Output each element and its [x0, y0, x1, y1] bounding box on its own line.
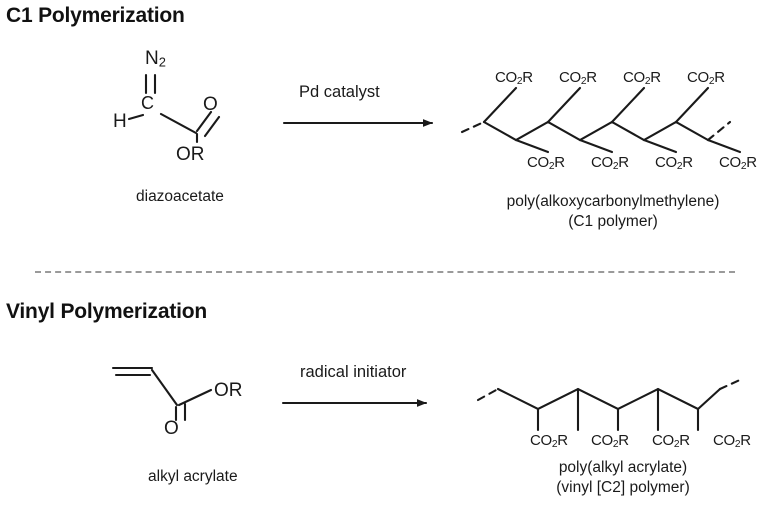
co2r-subscript: 2: [676, 161, 683, 173]
substituent-co2r-c1-top-3: CO2R: [623, 69, 661, 87]
co2r-prefix: CO: [623, 69, 645, 86]
bond-substituent-c1-bottom-4: [706, 138, 742, 154]
bond-substituent-c1-top-1: [482, 86, 518, 124]
bond-h-c: [127, 113, 145, 121]
co2r-suffix: R: [740, 432, 751, 449]
atom-label-o-carbonyl-acrylate: O: [164, 418, 179, 439]
substituent-stubs-vinyl-extra: [576, 387, 660, 432]
co2r-subscript: 2: [551, 439, 558, 451]
co2r-suffix: R: [650, 69, 661, 86]
co2r-subscript: 2: [740, 161, 747, 173]
co2r-subscript: 2: [580, 76, 587, 88]
co2r-subscript: 2: [644, 76, 651, 88]
caption-c1-polymer-line2: (C1 polymer): [568, 213, 658, 230]
co2r-prefix: CO: [655, 154, 677, 171]
co2r-prefix: CO: [713, 432, 735, 449]
co2r-suffix: R: [554, 154, 565, 171]
co2r-suffix: R: [618, 432, 629, 449]
co2r-suffix: R: [679, 432, 690, 449]
atom-label-n2-subscript: 2: [158, 54, 166, 70]
co2r-subscript: 2: [734, 439, 741, 451]
atom-label-or-ester: OR: [176, 144, 205, 165]
co2r-subscript: 2: [612, 439, 619, 451]
reaction-condition-radical-initiator: radical initiator: [300, 363, 407, 381]
substituent-co2r-c1-bottom-2: CO2R: [591, 154, 629, 172]
co2r-prefix: CO: [559, 69, 581, 86]
co2r-subscript: 2: [548, 161, 555, 173]
bond-substituent-c1-bottom-2: [578, 138, 614, 154]
substituent-co2r-vinyl-1: CO2R: [530, 432, 568, 450]
atom-label-o-carbonyl: O: [203, 94, 218, 115]
bond-terminus-left-vinyl: [476, 387, 500, 402]
bond-substituent-c1-top-2: [546, 86, 582, 124]
co2r-subscript: 2: [612, 161, 619, 173]
bond-terminus-left-c1: [460, 120, 486, 134]
co2r-prefix: CO: [527, 154, 549, 171]
bond-vinyl-to-carbonyl: [150, 368, 179, 407]
substituent-co2r-c1-top-2: CO2R: [559, 69, 597, 87]
caption-c1-polymer-line1: poly(alkoxycarbonylmethylene): [506, 193, 720, 210]
substituent-co2r-vinyl-2: CO2R: [591, 432, 629, 450]
bond-vinyl-double: [111, 366, 154, 377]
co2r-prefix: CO: [591, 154, 613, 171]
co2r-prefix: CO: [495, 69, 517, 86]
bond-c-carbonyl: [159, 112, 198, 135]
substituent-co2r-c1-top-4: CO2R: [687, 69, 725, 87]
co2r-prefix: CO: [687, 69, 709, 86]
co2r-suffix: R: [557, 432, 568, 449]
bond-substituent-c1-top-4: [674, 86, 710, 124]
co2r-subscript: 2: [708, 76, 715, 88]
atom-label-n2: N2: [145, 48, 166, 70]
section-title-vinyl: Vinyl Polymerization: [6, 300, 208, 323]
co2r-prefix: CO: [530, 432, 552, 449]
section-title-c1: C1 Polymerization: [6, 4, 185, 27]
bond-c-or-acrylate: [177, 388, 213, 407]
bond-c-n2-double: [144, 73, 157, 95]
co2r-suffix: R: [522, 69, 533, 86]
substituent-co2r-c1-top-1: CO2R: [495, 69, 533, 87]
bond-terminus-right-c1: [706, 120, 732, 142]
caption-c1-polymer: poly(alkoxycarbonylmethylene) (C1 polyme…: [468, 192, 758, 232]
atom-label-or-ester-acrylate: OR: [214, 380, 243, 401]
bond-substituent-c1-bottom-1: [514, 138, 550, 154]
co2r-suffix: R: [714, 69, 725, 86]
co2r-suffix: R: [586, 69, 597, 86]
atom-label-n2-element: N: [145, 48, 159, 69]
caption-vinyl-polymer-line2: (vinyl [C2] polymer): [556, 479, 690, 496]
substituent-co2r-c1-bottom-1: CO2R: [527, 154, 565, 172]
substituent-co2r-vinyl-4: CO2R: [713, 432, 751, 450]
section-divider: [35, 271, 735, 273]
caption-diazoacetate: diazoacetate: [136, 188, 224, 205]
backbone-chain-c1: [482, 120, 710, 142]
caption-alkyl-acrylate: alkyl acrylate: [148, 468, 238, 485]
co2r-subscript: 2: [673, 439, 680, 451]
bond-substituent-c1-bottom-3: [642, 138, 678, 154]
co2r-suffix: R: [618, 154, 629, 171]
bond-substituent-c1-top-3: [610, 86, 646, 124]
co2r-suffix: R: [682, 154, 693, 171]
substituent-co2r-c1-bottom-3: CO2R: [655, 154, 693, 172]
co2r-subscript: 2: [516, 76, 523, 88]
substituent-co2r-vinyl-3: CO2R: [652, 432, 690, 450]
co2r-prefix: CO: [652, 432, 674, 449]
atom-label-c: C: [141, 93, 154, 113]
substituent-co2r-c1-bottom-4: CO2R: [719, 154, 757, 172]
co2r-prefix: CO: [591, 432, 613, 449]
reaction-condition-pd-catalyst: Pd catalyst: [299, 83, 380, 101]
bond-terminus-right-vinyl: [718, 377, 744, 391]
atom-label-h: H: [113, 111, 127, 132]
backbone-chain-vinyl: [496, 387, 722, 411]
co2r-suffix: R: [746, 154, 757, 171]
caption-vinyl-polymer-line1: poly(alkyl acrylate): [558, 459, 688, 476]
co2r-prefix: CO: [719, 154, 741, 171]
caption-vinyl-polymer: poly(alkyl acrylate) (vinyl [C2] polymer…: [478, 458, 768, 498]
